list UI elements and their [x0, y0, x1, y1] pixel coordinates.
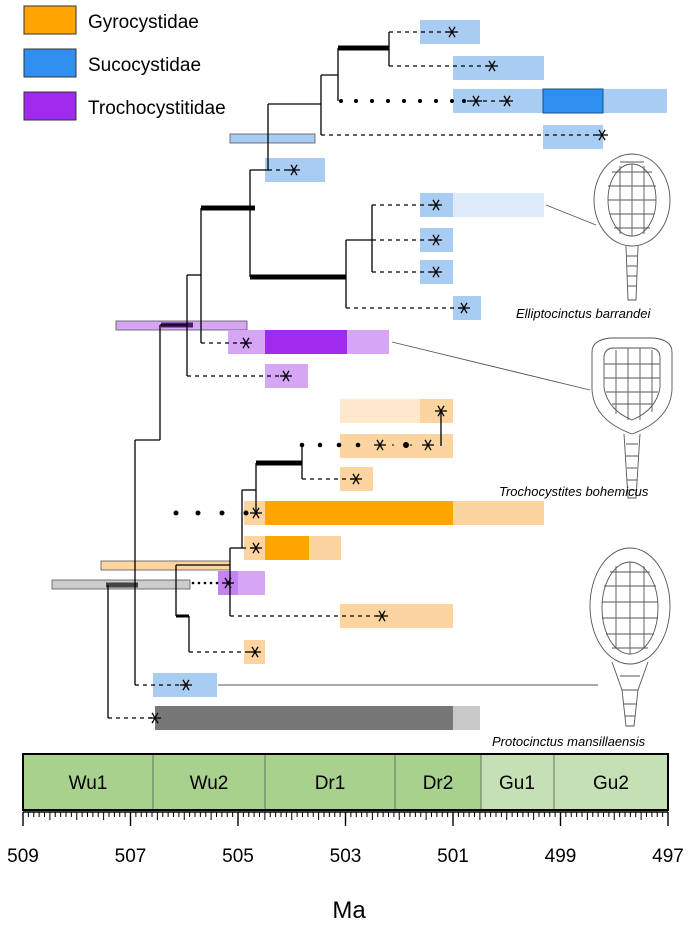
- specimen-drawing-trochocystites: [591, 337, 673, 499]
- range-bar: [543, 125, 603, 149]
- range-bar: [155, 706, 453, 730]
- stage-label-wu2: Wu2: [190, 773, 229, 794]
- dotted-lineages: [173, 99, 466, 585]
- specimen-labels: Elliptocinctus barrandei Trochocystites …: [492, 306, 652, 749]
- range-bar: [265, 536, 309, 560]
- specimen-label-protocinctus: Protocinctus mansillaensis: [492, 734, 646, 749]
- stage-bar: Wu1 Wu2 Dr1 Dr2 Gu1 Gu2: [22, 753, 669, 811]
- range-bar: [340, 604, 453, 628]
- stage-label-gu1: Gu1: [499, 773, 535, 794]
- range-bar: [347, 330, 389, 354]
- range-bar: [453, 501, 544, 525]
- specimen-label-elliptocinctus: Elliptocinctus barrandei: [516, 306, 652, 321]
- legend-swatch-gyrocystidae: [23, 5, 77, 35]
- axis-tick-label: 505: [222, 846, 254, 867]
- axis-tick-label: 503: [330, 846, 362, 867]
- range-bar: [229, 133, 316, 144]
- stage-label-wu1: Wu1: [69, 773, 108, 794]
- range-bar: [453, 193, 544, 217]
- legend-label-gyrocystidae: Gyrocystidae: [88, 12, 199, 33]
- axis-tick-label: 501: [437, 846, 469, 867]
- tree-branches: [106, 31, 602, 719]
- range-bar: [309, 536, 341, 560]
- axis-tick-label: 499: [545, 846, 577, 867]
- legend-label-trochocystitidae: Trochocystitidae: [88, 98, 226, 119]
- legend-swatch-trochocystitidae: [23, 91, 77, 121]
- range-bar: [453, 706, 480, 730]
- axis-tick-label: 509: [7, 846, 39, 867]
- range-bar: [340, 399, 420, 423]
- range-bars: [51, 20, 667, 730]
- stage-label-gu2: Gu2: [593, 773, 629, 794]
- axis-tick-label: 507: [115, 846, 147, 867]
- specimen-label-trochocystites: Trochocystites bohemicus: [499, 484, 649, 499]
- legend-swatch-sucocystidae: [23, 48, 77, 78]
- stage-label-dr1: Dr1: [315, 773, 346, 794]
- stage-label-dr2: Dr2: [423, 773, 454, 794]
- range-bar: [542, 88, 604, 114]
- specimen-drawing-elliptocinctus: [593, 153, 671, 301]
- time-axis: 509 507 505 503 501 499 497 Ma: [7, 811, 684, 924]
- legend: Gyrocystidae Sucocystidae Trochocystitid…: [23, 5, 226, 121]
- axis-tick-label: 497: [652, 846, 684, 867]
- axis-title: Ma: [332, 897, 366, 924]
- range-bar: [265, 501, 453, 525]
- fossil-illustrations: [218, 153, 673, 727]
- range-bar: [265, 330, 347, 354]
- specimen-drawing-protocinctus: [589, 547, 671, 727]
- range-bar: [453, 56, 544, 80]
- legend-label-sucocystidae: Sucocystidae: [88, 55, 201, 76]
